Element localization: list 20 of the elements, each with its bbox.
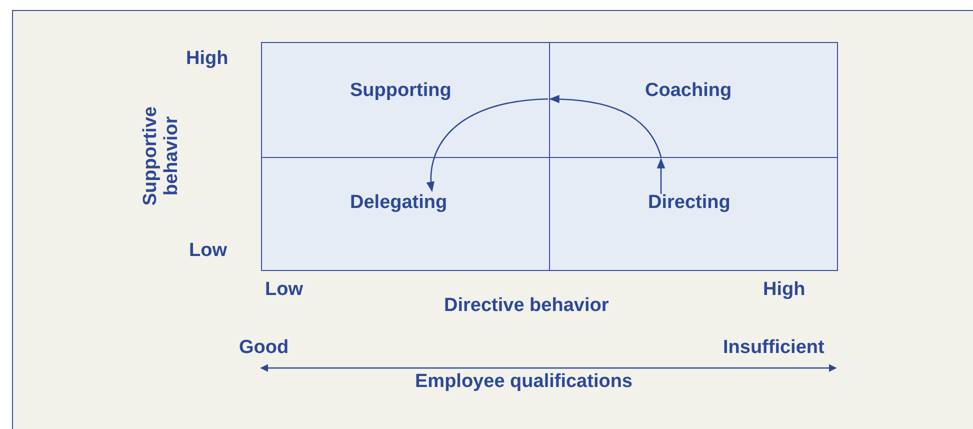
axis-tick-label: Low — [265, 279, 303, 301]
axis-tick-label: High — [186, 48, 228, 70]
quadrant-label: Supporting — [350, 80, 452, 102]
axis-tick-label: High — [763, 279, 806, 301]
curved-arrow — [548, 95, 662, 158]
quadrant — [261, 42, 550, 158]
axis-tick-label: Low — [189, 240, 227, 262]
curved-arrow — [426, 98, 548, 192]
quadrant-label: Directing — [648, 192, 730, 214]
quadrant — [261, 157, 550, 271]
curved-arrow — [656, 158, 666, 194]
axis-title: Supportive behavior — [140, 105, 182, 208]
axis-title: Directive behavior — [444, 295, 609, 317]
quadrant — [549, 157, 838, 271]
quadrant-label: Coaching — [645, 80, 732, 102]
quadrant-label: Delegating — [350, 192, 448, 214]
quadrant — [549, 42, 838, 158]
scale-end-label: Good — [239, 337, 289, 359]
scale-end-label: Insufficient — [723, 337, 824, 359]
scale-title: Employee qualifications — [415, 371, 632, 393]
